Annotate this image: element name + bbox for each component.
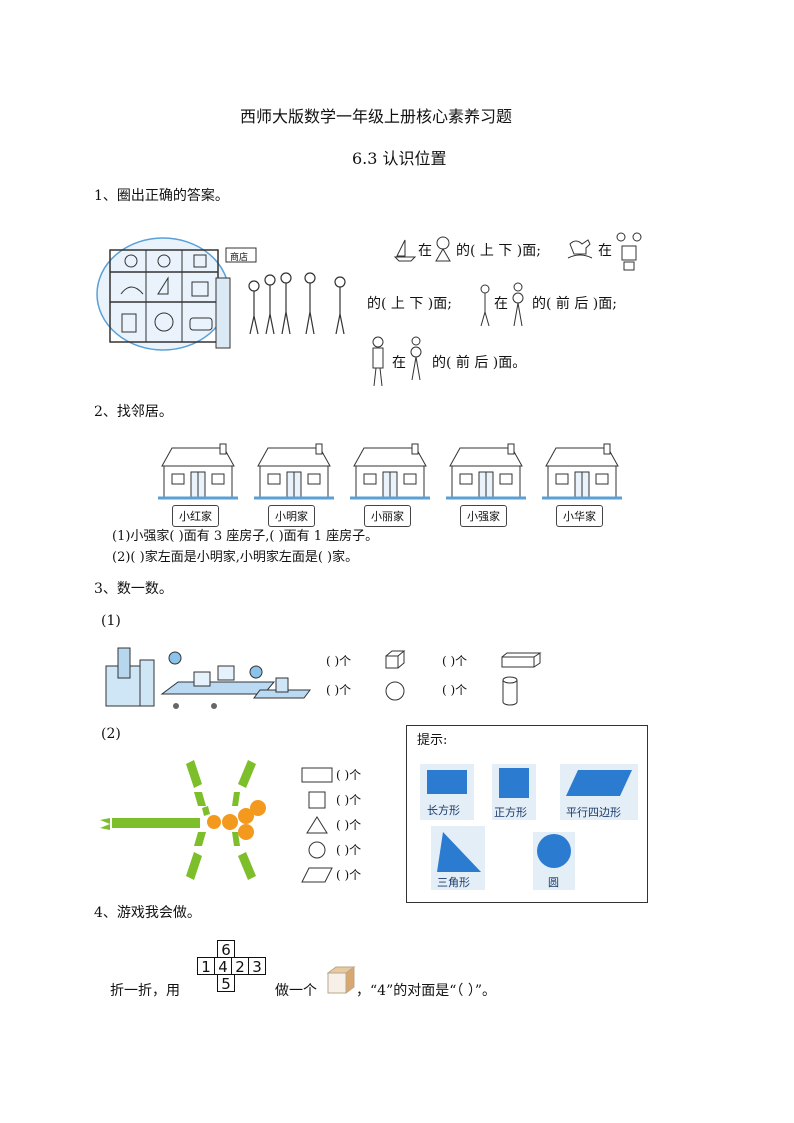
choice-up-down-2[interactable]: 的( 上 下 )面;: [367, 296, 452, 312]
word-zai: 在: [418, 243, 432, 259]
hint-parallelogram-label: 平行四边形: [566, 806, 621, 819]
shape-count-blank-5[interactable]: ( )个: [336, 868, 362, 882]
shape-count-blank-2[interactable]: ( )个: [336, 793, 362, 807]
count-cylinder-blank[interactable]: ( )个: [442, 683, 468, 697]
choice-front-back-1[interactable]: 的( 前 后 )面;: [532, 296, 617, 312]
rectangle-outline-icon: [301, 767, 333, 783]
hint-title: 提示:: [417, 733, 448, 748]
choice-front-back-2[interactable]: 的( 前 后 )面。: [432, 355, 527, 371]
question-3-heading: 3、数一数。: [94, 581, 173, 597]
hint-circle-card: 圆: [533, 832, 575, 890]
hint-triangle-card: 三角形: [431, 826, 485, 890]
cube-3d-icon: [326, 966, 356, 994]
question-1-heading: 1、圈出正确的答案。: [94, 188, 229, 204]
parallelogram-outline-icon: [301, 867, 333, 883]
count-cuboid-blank[interactable]: ( )个: [442, 654, 468, 668]
sphere-icon: [385, 681, 405, 701]
net-cell-4: 4: [214, 957, 232, 976]
cuboid-icon: [501, 652, 542, 668]
house-label-2: 小明家: [268, 505, 315, 527]
rocking-horse-icon: [567, 239, 593, 259]
shop-scene-illustration: [96, 237, 346, 351]
q2-line-2: (2)( )家左面是小明家,小明家左面是( )家。: [112, 550, 359, 565]
count-cube-blank[interactable]: ( )个: [326, 654, 352, 668]
house-label-4: 小强家: [460, 505, 507, 527]
net-cell-2: 2: [231, 957, 249, 976]
child-with-ball-icon-2: [410, 336, 422, 381]
net-cell-top: 6: [217, 940, 235, 959]
solid-shapes-model: [105, 647, 311, 709]
toy-robot-icon: [616, 232, 642, 271]
question-4-heading: 4、游戏我会做。: [94, 905, 201, 921]
doll-icon: [435, 236, 451, 262]
q4-text-mid: 做一个: [275, 983, 317, 999]
house-label-1: 小红家: [172, 505, 219, 527]
q4-text-after[interactable]: ，“4”的对面是“（ ）”。: [356, 983, 496, 999]
count-sphere-blank[interactable]: ( )个: [326, 683, 352, 697]
part-2-label: (2): [101, 726, 121, 742]
shape-count-blank-3[interactable]: ( )个: [336, 818, 362, 832]
question-2-heading: 2、找邻居。: [94, 404, 173, 420]
shape-count-blank-4[interactable]: ( )个: [336, 843, 362, 857]
hint-rectangle-label: 长方形: [427, 804, 460, 817]
rectangle-shape: [427, 770, 467, 794]
boy-icon: [480, 284, 490, 327]
net-cell-3: 3: [248, 957, 266, 976]
page-title: 西师大版数学一年级上册核心素养习题: [240, 107, 513, 126]
hint-circle-label: 圆: [548, 876, 559, 889]
square-outline-icon: [308, 791, 326, 809]
hint-box: 提示: 长方形 正方形 平行四边形 三角形 圆: [406, 725, 648, 903]
house-label-5: 小华家: [556, 505, 603, 527]
net-cell-1: 1: [197, 957, 215, 976]
word-zai-4: 在: [392, 355, 406, 371]
house-3: [350, 443, 430, 500]
hint-rectangle-card: 长方形: [420, 764, 474, 820]
cube-icon: [385, 650, 406, 669]
shop-sign-label: 商店: [230, 253, 249, 263]
q4-text-before: 折一折，用: [110, 983, 180, 999]
house-5: [542, 443, 622, 500]
hint-square-card: 正方形: [492, 764, 536, 820]
triangle-outline-icon: [306, 816, 328, 834]
parallelogram-shape: [566, 770, 632, 796]
triangle-shape: [437, 832, 481, 872]
sailboat-icon: [393, 239, 417, 262]
house-1: [158, 443, 238, 500]
word-zai-3: 在: [494, 296, 508, 312]
part-1-label: (1): [101, 613, 121, 629]
section-subtitle: 6.3 认识位置: [352, 149, 447, 168]
square-shape: [499, 768, 529, 798]
house-2: [254, 443, 334, 500]
hint-square-label: 正方形: [494, 806, 527, 819]
house-4: [446, 443, 526, 500]
hint-triangle-label: 三角形: [437, 876, 470, 889]
cylinder-icon: [502, 676, 518, 706]
house-label-3: 小丽家: [364, 505, 411, 527]
shape-count-blank-1[interactable]: ( )个: [336, 768, 362, 782]
choice-up-down-1[interactable]: 的( 上 下 )面;: [456, 243, 541, 259]
child-with-ball-icon: [512, 282, 524, 327]
circle-outline-icon: [308, 841, 326, 859]
shapes-rocket-picture: [100, 760, 266, 880]
q2-line-1: (1)小强家( )面有 3 座房子,( )面有 1 座房子。: [112, 529, 379, 544]
cube-net: 6 1 4 2 3 5: [197, 940, 273, 996]
hint-parallelogram-card: 平行四边形: [560, 764, 638, 820]
word-zai-2: 在: [598, 243, 612, 259]
girl-with-bag-icon: [372, 336, 384, 387]
circle-shape: [537, 834, 571, 868]
net-cell-bottom: 5: [217, 974, 235, 993]
